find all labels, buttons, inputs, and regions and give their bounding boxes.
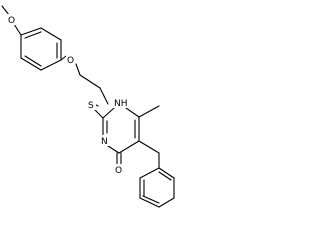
bond-c2-n1 (102, 107, 115, 119)
bond-o-ring (13, 23, 22, 36)
bond-ring2-c (158, 197, 175, 208)
ring-nitrogen-label: N (101, 137, 108, 147)
bond-ring1-a (20, 27, 42, 36)
pyrimidinone-ring (92, 105, 160, 165)
bond-ring1-e (20, 57, 42, 71)
methoxyphenyl-group (1, 5, 67, 71)
bond-ring2-a (158, 167, 175, 179)
bond-ch2-ch2 (79, 74, 101, 89)
benzyl-group (138, 140, 175, 208)
bond-ring2-d (139, 197, 160, 208)
bond-ring1-b (40, 27, 62, 41)
bond-ring2-double-1 (158, 171, 172, 181)
bond-c5-c4 (118, 140, 140, 154)
bond-ether-o-ch2 (75, 63, 81, 76)
bond-ring1-double-3 (24, 55, 42, 67)
bond-c5-ch2 (138, 140, 160, 154)
bond-ring2-f (139, 167, 160, 179)
bond-c6-methyl (138, 105, 160, 118)
atom-labels: O O S NH N O (7, 14, 128, 176)
bond-ring1-d (40, 59, 62, 71)
bond-ring1-double-1 (24, 31, 42, 39)
bond-methyl-o (1, 5, 10, 16)
ether-oxygen-label: O (67, 56, 74, 66)
bond-c4-n3 (107, 145, 120, 154)
bond-ring-ether-o (60, 55, 67, 61)
bond-ch2-s (99, 87, 109, 105)
bond-n1-c6 (125, 107, 140, 118)
nh-nitrogen-label: NH (114, 99, 128, 109)
methoxy-oxygen-label: O (8, 16, 15, 26)
chemical-structure-diagram: O O S NH N O (1, 5, 175, 208)
bond-ring2-double-2 (142, 195, 160, 204)
carbonyl-oxygen-label: O (115, 166, 122, 176)
sulfur-label: S (88, 101, 94, 111)
